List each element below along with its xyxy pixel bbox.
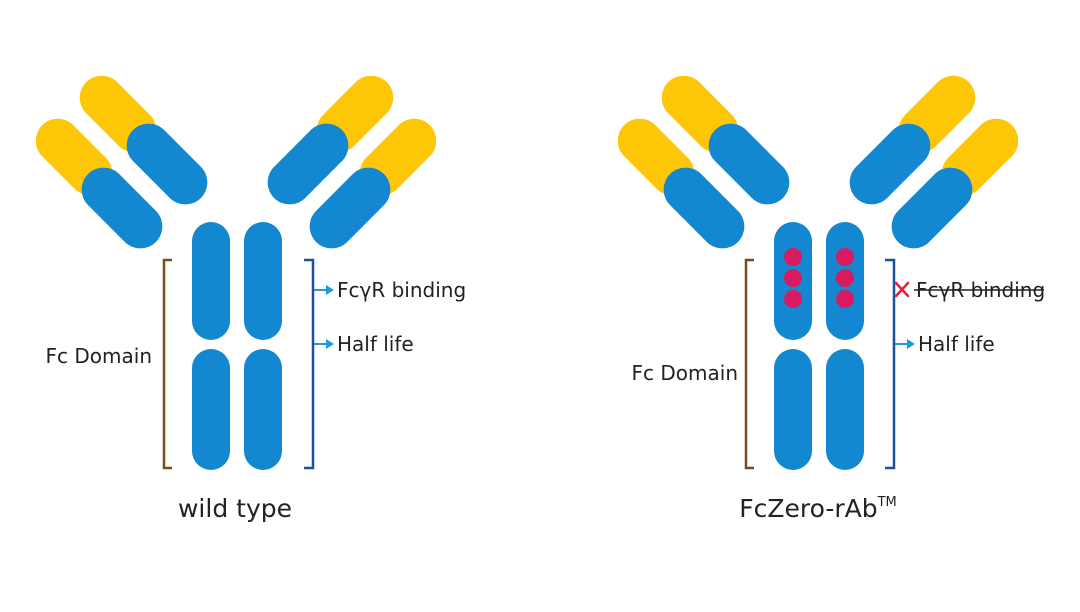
half-life-row: Half life [314, 332, 414, 356]
fc-lower-right-segment [826, 349, 864, 470]
fc-domain-bracket [744, 258, 754, 470]
half-life-label: Half life [918, 332, 995, 356]
mutation-dot [784, 248, 802, 266]
heavy-chain-arm-left-inner [126, 123, 208, 205]
mutation-dot [784, 269, 802, 287]
heavy-chain-arm-right-outer [891, 167, 973, 249]
arrow-head-icon [326, 339, 334, 349]
light-chain-left-inner [661, 75, 739, 153]
mutation-dot [836, 248, 854, 266]
fcgr-binding-row: FcγR binding [314, 278, 466, 302]
fczero-antibody: Fc Domain FcγR binding Half life FcZero-… [617, 75, 1045, 523]
light-chain-left-inner [79, 75, 157, 153]
arrow-head-icon [326, 285, 334, 295]
fc-domain-label: Fc Domain [46, 344, 152, 368]
fc-upper-right-segment [244, 222, 282, 340]
wild-type-caption: wild type [178, 494, 292, 523]
heavy-chain-arm-left-outer [81, 167, 163, 249]
heavy-chain-arm-right-inner [267, 123, 349, 205]
mutation-dot [784, 290, 802, 308]
trademark-symbol: TM [877, 495, 897, 510]
fc-lower-left-segment [192, 349, 230, 470]
mutation-dot [836, 269, 854, 287]
fc-lower-left-segment [774, 349, 812, 470]
function-bracket [885, 258, 896, 470]
fczero-caption-text: FcZero-rAb [739, 494, 877, 523]
half-life-label: Half life [337, 332, 414, 356]
half-life-row: Half life [895, 332, 995, 356]
fc-lower-right-segment [244, 349, 282, 470]
fczero-caption: FcZero-rAbTM [739, 494, 897, 523]
mutation-dot [836, 290, 854, 308]
fcgr-binding-row: FcγR binding [894, 278, 1045, 302]
fc-upper-left-segment [192, 222, 230, 340]
heavy-chain-arm-right-outer [309, 167, 391, 249]
function-bracket [304, 258, 315, 470]
cross-icon [894, 281, 910, 298]
fcgr-binding-label: FcγR binding [337, 278, 466, 302]
fc-domain-label: Fc Domain [632, 361, 738, 385]
wild-type-antibody: Fc Domain FcγR binding Half life wild ty… [35, 75, 466, 523]
fc-domain-bracket [162, 258, 172, 470]
mutation-dots [784, 248, 854, 308]
arrow-head-icon [907, 339, 915, 349]
heavy-chain-arm-right-inner [849, 123, 931, 205]
